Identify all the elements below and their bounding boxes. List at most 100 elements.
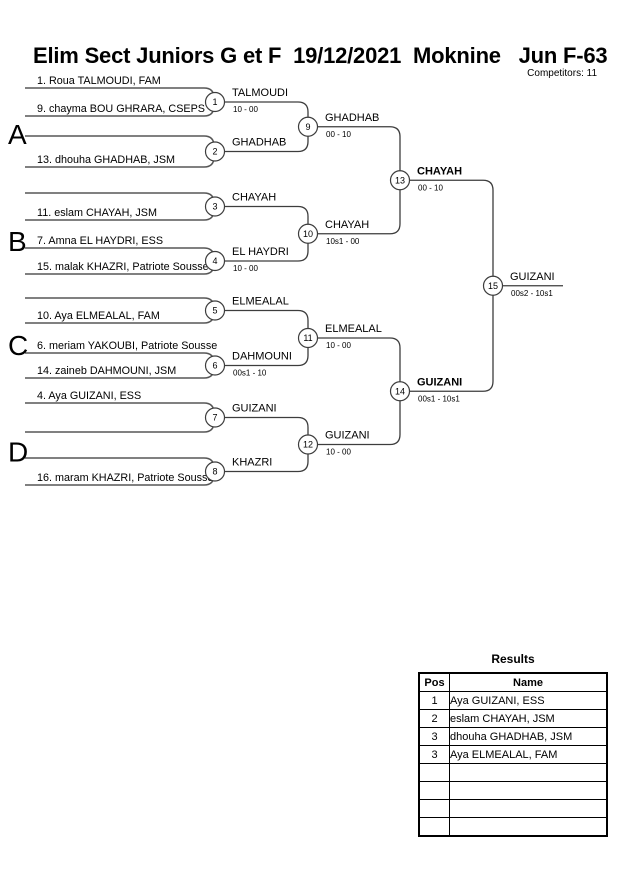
- bracket-connector-line: [215, 126, 309, 153]
- bracket-connector-line: [215, 205, 309, 234]
- bracket-match-circle: [389, 381, 411, 402]
- bracket-score-label: 00 - 10: [418, 183, 443, 192]
- bracket-entry-name: 15. malak KHAZRI, Patriote Sousse: [37, 261, 209, 273]
- bracket-entry-name: 4. Aya GUIZANI, ESS: [37, 390, 141, 402]
- competitors-count: Competitors: 11: [527, 68, 597, 79]
- bracket-connector-line: [400, 285, 494, 392]
- bracket-match-number: 9: [305, 122, 310, 132]
- bracket-entry-line: [25, 417, 215, 433]
- results-pos-cell: [418, 763, 450, 782]
- bracket-winner-label: TALMOUDI: [232, 87, 288, 99]
- bracket-match-circle: [297, 223, 319, 244]
- results-col-name: Name: [449, 672, 608, 692]
- bracket-winner-label: CHAYAH: [325, 219, 369, 231]
- bracket-entry-line: [25, 87, 215, 102]
- bracket-entry-line: [25, 297, 215, 311]
- bracket-match-number: 4: [212, 256, 217, 266]
- bracket-connector-line: [400, 179, 494, 286]
- bracket-entry-line: [25, 247, 215, 261]
- bracket-entry-name: 11. eslam CHAYAH, JSM: [37, 207, 157, 219]
- bracket-section-label: C: [8, 330, 28, 361]
- results-row: [418, 799, 608, 818]
- bracket-entry-name: 1. Roua TALMOUDI, FAM: [37, 75, 161, 87]
- bracket-entry-line: [25, 402, 215, 418]
- bracket-connector-line: [308, 391, 401, 446]
- results-name-cell: [449, 781, 608, 800]
- bracket-entry-name: 7. Amna EL HAYDRI, ESS: [37, 235, 163, 247]
- bracket-match-circle: [204, 250, 226, 272]
- bracket-match-circle: [389, 170, 411, 191]
- bracket-winner-label: ELMEALAL: [232, 296, 289, 308]
- bracket-match-number: 2: [212, 147, 217, 157]
- results-row: [418, 763, 608, 782]
- bracket-match-number: 8: [212, 467, 217, 477]
- bracket-winner-label: KHAZRI: [232, 457, 272, 469]
- results-row: [418, 781, 608, 800]
- results-title: Results: [491, 652, 535, 666]
- bracket-match-number: 1: [212, 97, 217, 107]
- bracket-score-label: 00s1 - 10s1: [418, 394, 460, 403]
- results-pos-cell: 3: [418, 745, 450, 764]
- results-pos-cell: [418, 781, 450, 800]
- tournament-bracket: 1. Roua TALMOUDI, FAM 9. chayma BOU GHRAR…: [8, 75, 563, 486]
- bracket-score-label: 10 - 00: [326, 341, 351, 350]
- bracket-winner-label: GUIZANI: [232, 403, 277, 415]
- bracket-score-label: 10 - 00: [233, 264, 258, 273]
- bracket-score-label: 10 - 00: [326, 448, 351, 457]
- bracket-match-circle: [297, 327, 319, 349]
- bracket-match-number: 7: [212, 413, 217, 423]
- bracket-entry-line: [25, 135, 215, 152]
- bracket-winner-label: GUIZANI: [325, 430, 370, 442]
- bracket-section-label: D: [8, 437, 28, 468]
- bracket-section-label: A: [8, 119, 27, 150]
- bracket-connector-line: [215, 416, 309, 445]
- bracket-match-number: 14: [395, 386, 405, 396]
- results-pos-cell: 3: [418, 727, 450, 746]
- bracket-match-circle: [204, 196, 226, 217]
- bracket-entry-line: [25, 192, 215, 207]
- results-col-pos: Pos: [418, 672, 450, 692]
- results-name-cell: Aya GUIZANI, ESS: [449, 691, 608, 710]
- results-pos-cell: 1: [418, 691, 450, 710]
- results-name-cell: [449, 763, 608, 782]
- bracket-connector-line: [215, 101, 309, 127]
- bracket-match-number: 12: [303, 440, 313, 450]
- bracket-match-number: 6: [212, 361, 217, 371]
- bracket-match-circle: [297, 434, 319, 455]
- bracket-entry-line: [25, 352, 215, 366]
- bracket-score-label: 00s2 - 10s1: [511, 289, 553, 298]
- bracket-match-circle: [482, 275, 504, 296]
- bracket-entry-line: [25, 457, 215, 472]
- bracket-winner-label: GHADHAB: [232, 137, 286, 149]
- bracket-connector-line: [308, 126, 401, 181]
- bracket-entry-name: 14. zaineb DAHMOUNI, JSM: [37, 365, 176, 377]
- bracket-match-circle: [297, 116, 319, 137]
- bracket-winner-label: EL HAYDRI: [232, 246, 289, 258]
- bracket-section-label: B: [8, 226, 27, 257]
- bracket-entry-name: 9. chayma BOU GHRARA, CSEPS: [37, 103, 205, 115]
- bracket-entry-name: 10. Aya ELMEALAL, FAM: [37, 310, 160, 322]
- results-pos-cell: 2: [418, 709, 450, 728]
- bracket-score-label: 10 - 00: [233, 105, 258, 114]
- bracket-entry-name: 16. maram KHAZRI, Patriote Sousse: [37, 472, 213, 484]
- bracket-winner-label: DAHMOUNI: [232, 351, 292, 363]
- bracket-match-circle: [204, 407, 226, 428]
- bracket-match-number: 10: [303, 229, 313, 239]
- bracket-connector-line: [308, 180, 401, 235]
- results-name-cell: eslam CHAYAH, JSM: [449, 709, 608, 728]
- bracket-match-circle: [204, 355, 226, 376]
- results-pos-cell: [418, 817, 450, 837]
- bracket-match-circle: [204, 461, 226, 482]
- results-name-cell: [449, 799, 608, 818]
- bracket-match-number: 11: [303, 333, 312, 343]
- bracket-winner-label: CHAYAH: [417, 165, 462, 177]
- bracket-match-number: 13: [395, 175, 405, 185]
- results-pos-cell: [418, 799, 450, 818]
- bracket-winner-label: CHAYAH: [232, 192, 276, 204]
- bracket-match-number: 15: [488, 281, 498, 291]
